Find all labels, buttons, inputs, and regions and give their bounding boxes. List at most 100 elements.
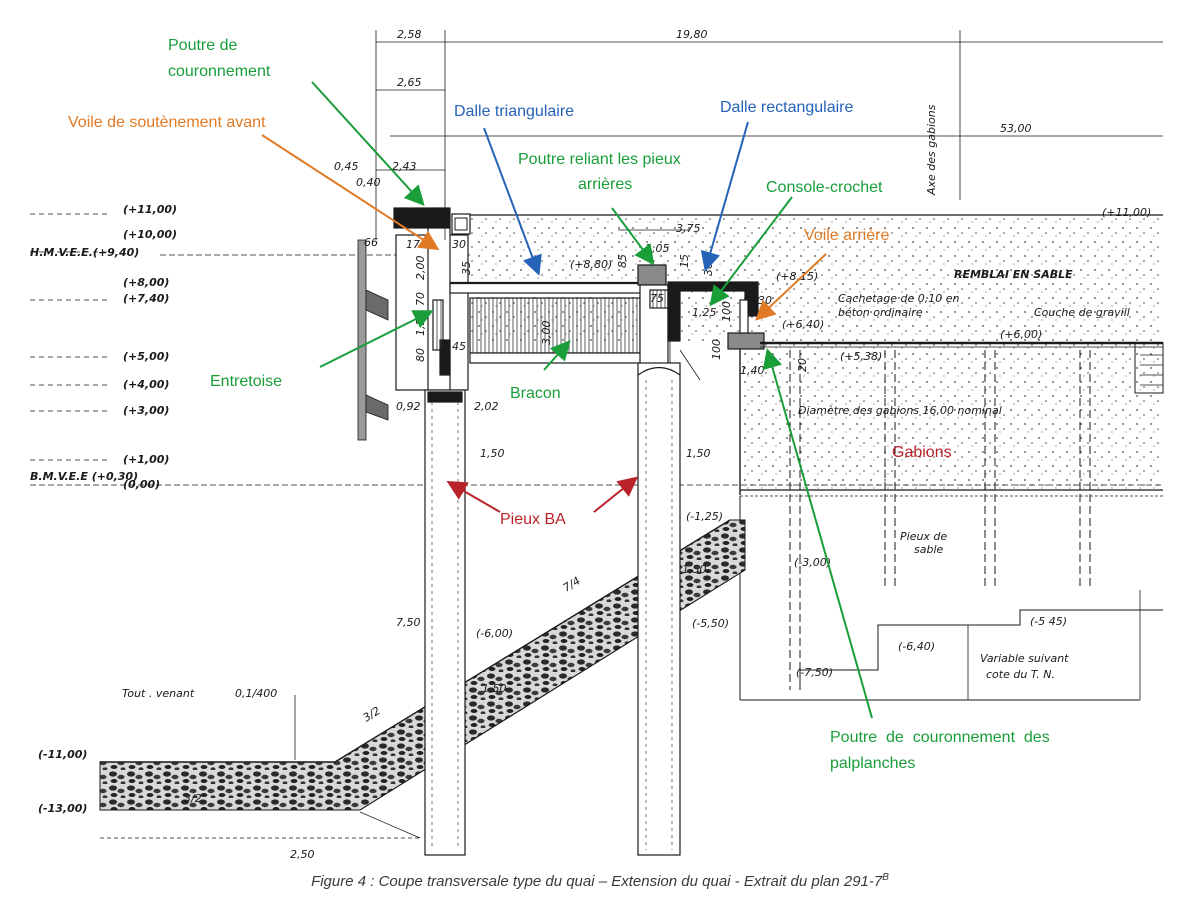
level-p4: (+4,00) bbox=[123, 378, 169, 391]
caption-text: Figure 4 : Coupe transversale type du qu… bbox=[311, 873, 883, 890]
component-labels: Poutre de couronnement Voile de soutènem… bbox=[68, 37, 1050, 772]
dim-258: 2,58 bbox=[397, 28, 422, 41]
dim-243: 2,43 bbox=[392, 160, 417, 173]
elev-600: (+6,00) bbox=[1000, 328, 1042, 341]
dim-030c: 30 bbox=[758, 294, 772, 307]
label-dalle-rectangulaire: Dalle rectangulaire bbox=[720, 99, 854, 116]
dim-070: 70 bbox=[414, 292, 427, 306]
level-p3: (+3,00) bbox=[123, 404, 169, 417]
dim-300: 3,00 bbox=[540, 321, 553, 346]
elev-880: (+8,80) bbox=[570, 258, 612, 271]
dim-100: 100 bbox=[720, 301, 733, 322]
note-variable2: cote du T. N. bbox=[986, 668, 1055, 681]
elev-600n: (-6,00) bbox=[476, 627, 513, 640]
dim-075: 75 bbox=[650, 292, 664, 305]
level-m13: (-13,00) bbox=[38, 802, 87, 815]
water-low: B.M.V.E.E (+0,30) bbox=[30, 470, 138, 483]
level-p5: (+5,00) bbox=[123, 350, 169, 363]
elev-815: (+8,15) bbox=[776, 270, 818, 283]
label-voile-avant: Voile de soutènement avant bbox=[68, 114, 266, 131]
rear-beam bbox=[637, 264, 669, 371]
dim-092: 0,92 bbox=[396, 400, 421, 413]
note-slope-74: 7/4 bbox=[561, 574, 583, 594]
label-console-crochet: Console-crochet bbox=[766, 179, 883, 196]
note-variable1: Variable suivant bbox=[980, 652, 1069, 665]
label-voile-arriere: Voile arrière bbox=[804, 227, 889, 244]
label-poutre-palplanches-1: Poutre de couronnement des bbox=[830, 729, 1050, 746]
note-remblai: REMBLAI EN SABLE bbox=[954, 268, 1073, 281]
dim-750: 7,50 bbox=[396, 616, 421, 629]
dim-5300: 53,00 bbox=[1000, 122, 1032, 135]
note-pieux1: Pieux de bbox=[900, 530, 947, 543]
rear-pile bbox=[637, 362, 681, 856]
annotation-arrows bbox=[261, 81, 873, 719]
note-cachetage1: Cachetage de 0,10 en bbox=[838, 292, 960, 305]
note-slope-32b: 3/2 bbox=[184, 792, 202, 805]
level-p10: (+10,00) bbox=[123, 228, 177, 241]
dim-085: 85 bbox=[616, 254, 629, 268]
fenders bbox=[357, 239, 389, 441]
dim-080: 80 bbox=[414, 348, 427, 362]
label-poutre-reliant-2: arrières bbox=[578, 176, 632, 193]
dim-066: 66 bbox=[364, 236, 378, 249]
dim-020: 20 bbox=[796, 358, 809, 372]
dim-125: 1,25 bbox=[692, 306, 717, 319]
elev-1100r: (+11,00) bbox=[1102, 206, 1151, 219]
elev-538: (+5,38) bbox=[840, 350, 882, 363]
dim-265: 2,65 bbox=[397, 76, 422, 89]
note-diametre: Diamètre des gabions 16,00 nominal bbox=[798, 404, 1002, 417]
dim-250: 2,50 bbox=[290, 848, 315, 861]
elev-640: (+6,40) bbox=[782, 318, 824, 331]
dim-030: 30 bbox=[452, 238, 466, 251]
level-p8: (+8,00) bbox=[123, 276, 169, 289]
note-gravill: Couche de gravill bbox=[1034, 306, 1130, 319]
dim-150c: 1,50 bbox=[682, 563, 707, 576]
label-poutre-reliant-1: Poutre reliant les pieux bbox=[518, 151, 681, 168]
note-slope-32a: 3/2 bbox=[361, 704, 383, 724]
level-p74: (+7,40) bbox=[123, 292, 169, 305]
dim-150b: 1,50 bbox=[686, 447, 711, 460]
dim-202: 2,02 bbox=[474, 400, 499, 413]
label-poutre-couronnement-2: couronnement bbox=[168, 63, 271, 80]
dim-045b: 45 bbox=[452, 340, 466, 353]
dim-035: 35 bbox=[460, 261, 473, 275]
label-gabions: Gabions bbox=[892, 444, 952, 461]
elev-550: (-5,50) bbox=[692, 617, 729, 630]
label-pieux-ba: Pieux BA bbox=[500, 511, 566, 528]
water-high: H.M.V.E.E.(+9,40) bbox=[30, 246, 139, 259]
level-p11: (+11,00) bbox=[123, 203, 177, 216]
local-elevations: (+8,80) (+8,15) (+6,40) (+6,00) (+5,38) … bbox=[476, 206, 1151, 679]
level-0: (0,00) bbox=[123, 478, 160, 491]
dim-105: 1,05 bbox=[645, 242, 670, 255]
dim-375: 3,75 bbox=[676, 222, 701, 235]
front-structure bbox=[393, 207, 471, 391]
dim-017: 17 bbox=[406, 238, 420, 251]
figure-caption: Figure 4 : Coupe transversale type du qu… bbox=[311, 872, 889, 890]
note-tout-venant: Tout . venant bbox=[122, 687, 195, 700]
elev-545: (-5 45) bbox=[1030, 615, 1067, 628]
label-poutre-couronnement-1: Poutre de bbox=[168, 37, 237, 54]
dim-150d: 1,50 bbox=[482, 682, 507, 695]
elev-640n: (-6,40) bbox=[898, 640, 935, 653]
dim-100b: 100 bbox=[710, 339, 723, 360]
front-pile bbox=[424, 389, 466, 856]
label-dalle-triangulaire: Dalle triangulaire bbox=[454, 103, 574, 120]
dim-150a: 1,50 bbox=[480, 447, 505, 460]
dim-015: 15 bbox=[678, 254, 691, 268]
elev-300: (-3,00) bbox=[794, 556, 831, 569]
dimensions: 2,58 19,80 2,65 53,00 0,45 0,40 2,43 66 … bbox=[235, 28, 1032, 861]
elev-125: (-1,25) bbox=[686, 510, 723, 523]
dim-200: 2,00 bbox=[414, 256, 427, 281]
label-entretoise: Entretoise bbox=[210, 373, 282, 390]
note-pieux2: sable bbox=[914, 543, 944, 556]
rock-slope bbox=[99, 519, 746, 839]
dim-140: 1,40 bbox=[740, 364, 765, 377]
elevation-levels: (+11,00) (+10,00) (+8,00) (+7,40) (+5,00… bbox=[30, 203, 177, 815]
note-cachetage2: béton ordinaire bbox=[838, 306, 923, 319]
dim-045: 0,45 bbox=[334, 160, 359, 173]
dim-1980: 19,80 bbox=[676, 28, 708, 41]
label-bracon: Bracon bbox=[510, 385, 561, 402]
caption-superscript: B bbox=[882, 872, 889, 883]
